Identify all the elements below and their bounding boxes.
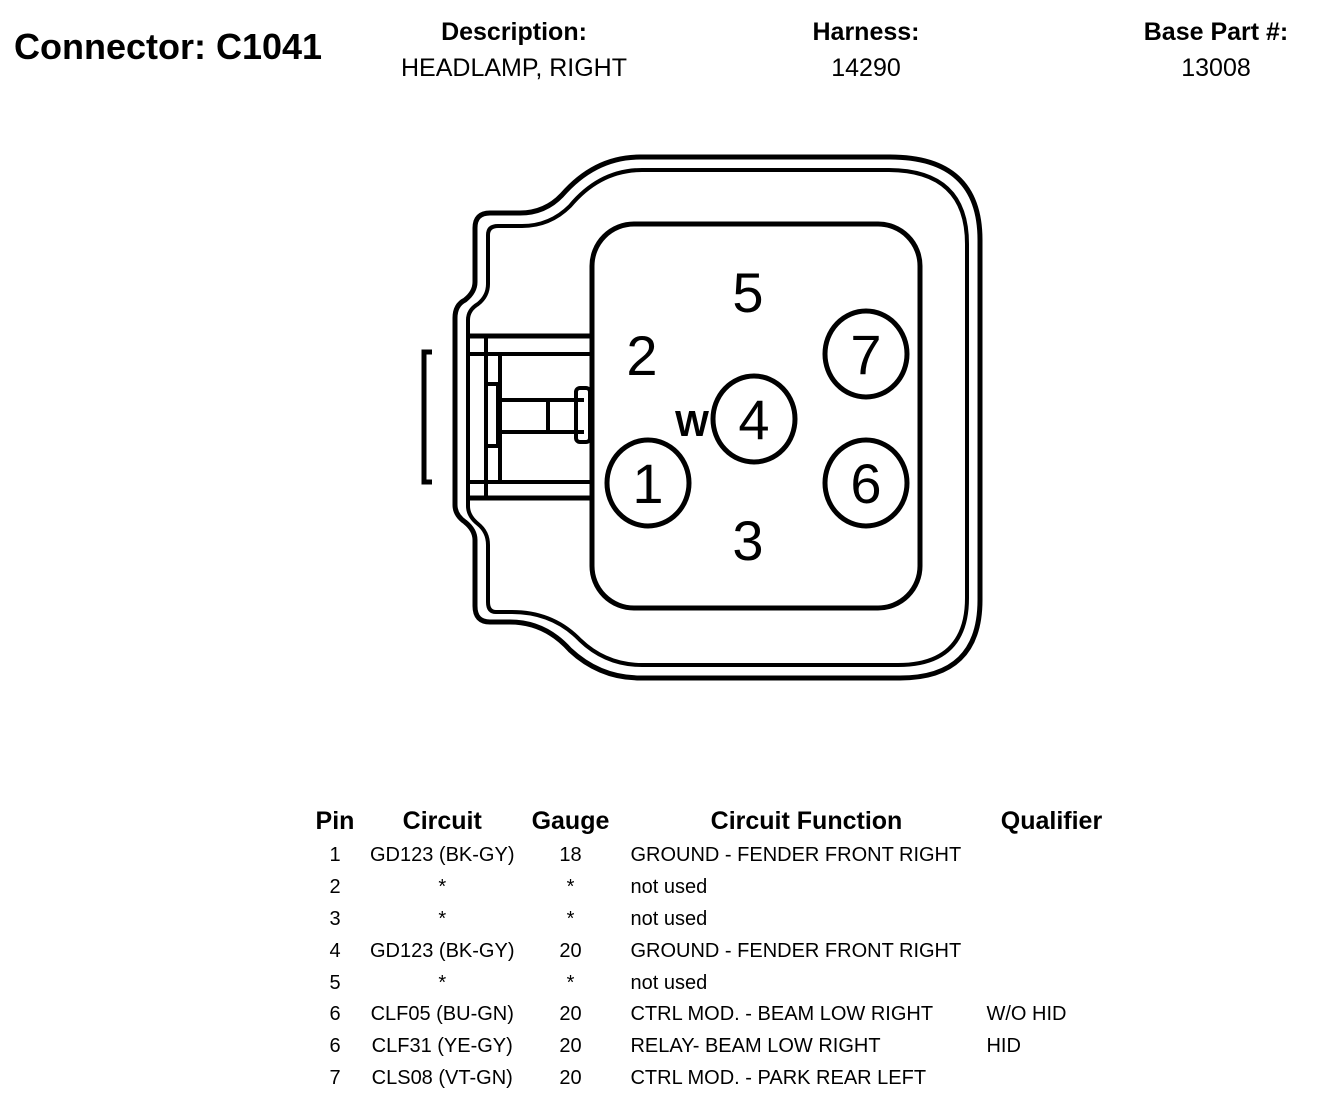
pin-label: 5 [732,261,763,324]
header-circuit-function: Circuit Function [710,806,903,835]
wire-gauge-cell: * [566,876,575,899]
table-row: 6 CLF31 (YE-GY) 20 RELAY- BEAM LOW RIGHT HID [300,1031,1116,1063]
header-pin: Pin [315,806,355,835]
qualifier-cell [986,967,1116,999]
pin-ring [710,373,798,465]
housing-outline-outer [452,154,983,681]
circuit-code-cell: * [438,971,447,994]
pin-label: 2 [626,324,657,387]
pin-label: 7 [850,323,881,386]
qualifier-cell [986,840,1116,872]
circuit-function-cell: CTRL MOD. - BEAM LOW RIGHT [630,1003,934,1026]
wire-gauge-cell: 20 [559,1066,582,1089]
wire-gauge-cell: 20 [559,1003,582,1026]
connector-face-diagram: 1 2 3 4 5 6 7 W [421,154,983,681]
pin-4: 4 [710,373,798,465]
pin-number-cell: 5 [329,971,341,994]
circuit-function-cell: not used [630,907,708,930]
description-block: Description: HEADLAMP, RIGHT [364,16,664,88]
pin-number-cell: 4 [329,939,341,962]
key-mark: W [675,403,709,444]
circuit-function-cell: not used [630,971,708,994]
circuit-function-cell: RELAY- BEAM LOW RIGHT [630,1035,881,1058]
table-row: 7 CLS08 (VT-GN) 20 CTRL MOD. - PARK REAR LE… [300,1063,1116,1095]
circuit-function-cell: GROUND - FENDER FRONT RIGHT [630,939,962,962]
pin-ring [604,437,692,529]
qualifier-cell: HID [986,1035,1021,1058]
pin-label: 4 [738,388,769,451]
pin-ring [822,308,910,400]
harness-block: Harness: 14290 [746,16,986,88]
table-row: 6 CLF05 (BU-GN) 20 CTRL MOD. - BEAM LOW RIG… [300,999,1116,1031]
table-row: 5 * * not used [300,967,1116,999]
pin-table: Pin Circuit Gauge Circuit Function Quali… [300,802,1116,1094]
harness-label: Harness: [812,18,920,46]
circuit-code-cell: CLF31 (YE-GY) [371,1035,513,1058]
wire-gauge-cell: 18 [559,844,582,867]
pin-5: 5 [732,261,763,324]
circuit-code-cell: CLF05 (BU-GN) [370,1003,514,1026]
circuit-function-cell: GROUND - FENDER FRONT RIGHT [630,844,962,867]
latch-head [574,386,592,444]
circuit-function-cell: CTRL MOD. - PARK REAR LEFT [630,1066,927,1089]
table-row: 4 GD123 (BK-GY) 20 GROUND - FENDER FRONT RI… [300,935,1116,967]
circuit-code-cell: * [438,876,447,899]
wire-gauge-cell: * [566,907,575,930]
wire-gauge-cell: 20 [559,939,582,962]
wire-gauge-cell: 20 [559,1035,582,1058]
qualifier-cell [986,904,1116,936]
table-row: 1 GD123 (BK-GY) 18 GROUND - FENDER FRONT RI… [300,840,1116,872]
pin-number-cell: 6 [329,1035,341,1058]
description-value: HEADLAMP, RIGHT [401,54,627,82]
pin-number-cell: 2 [329,876,341,899]
circuit-function-cell: not used [630,876,708,899]
qualifier-cell [986,935,1116,967]
table-row: 3 * * not used [300,904,1116,936]
pin-label: 6 [850,452,881,515]
qualifier-cell [986,1063,1116,1095]
pin-3: 3 [732,509,763,572]
qualifier-cell [986,872,1116,904]
latch-tab [484,382,500,448]
connector-title: Connector: C1041 [14,26,323,67]
pin-2: 2 [626,324,657,387]
header-circuit: Circuit [402,806,482,835]
housing-outline-inner [466,168,969,667]
latch-bracket [421,349,432,485]
harness-value: 14290 [831,54,901,82]
pin-number-cell: 1 [329,844,341,867]
base-part-value: 13008 [1181,54,1251,82]
pin-label: 3 [732,509,763,572]
pin-label: 1 [632,452,663,515]
header-gauge: Gauge [531,806,610,835]
header-qualifier: Qualifier [1000,806,1103,835]
pin-7: 7 [822,308,910,400]
table-row: 2 * * not used [300,872,1116,904]
circuit-code-cell: CLS08 (VT-GN) [371,1066,513,1089]
base-part-block: Base Part #: 13008 [1096,16,1328,88]
qualifier-cell: W/O HID [986,1003,1067,1026]
pin-number-cell: 3 [329,907,341,930]
circuit-code-cell: GD123 (BK-GY) [370,844,515,867]
pin-6: 6 [822,437,910,529]
circuit-code-cell: * [438,907,447,930]
description-label: Description: [441,18,587,46]
pin-number-cell: 7 [329,1066,341,1089]
wire-gauge-cell: * [566,971,575,994]
pin-layer: 1 2 3 4 5 6 7 [604,261,910,572]
pin-number-cell: 6 [329,1003,341,1026]
pin-table-header: Pin Circuit Gauge Circuit Function Quali… [300,802,1116,840]
base-part-label: Base Part #: [1143,18,1289,46]
pin-ring [822,437,910,529]
circuit-code-cell: GD123 (BK-GY) [370,939,515,962]
pin-1: 1 [604,437,692,529]
